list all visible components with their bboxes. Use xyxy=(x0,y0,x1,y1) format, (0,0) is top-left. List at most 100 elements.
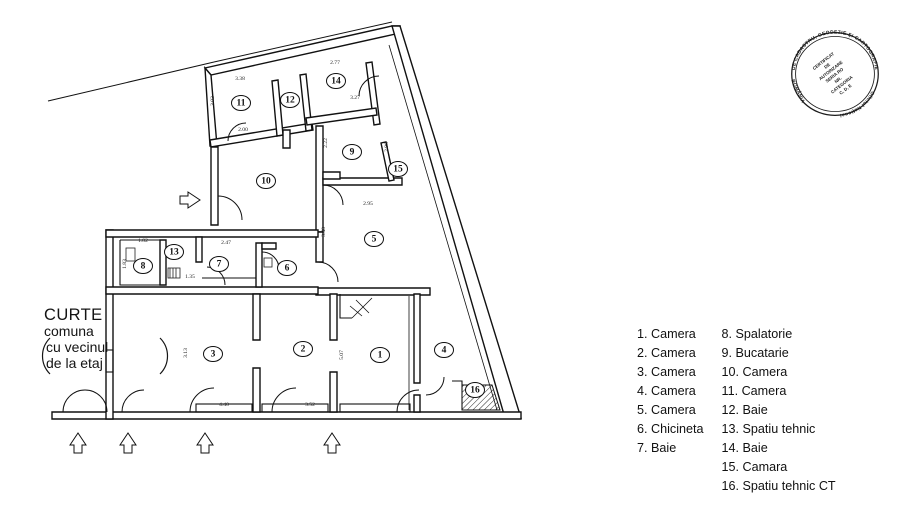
legend-item: 11. Camera xyxy=(721,384,787,398)
dimension-label: 3.38 xyxy=(235,76,245,82)
room-bubble xyxy=(277,260,297,276)
room-number-text: 8 xyxy=(141,262,146,272)
room-label-1: 1 xyxy=(370,347,390,363)
dimension-label: 1.83 xyxy=(122,259,128,269)
legend-item: 13. Spatiu tehnic xyxy=(721,422,816,436)
stamp-outer-right-text: ROMÂNIA xyxy=(789,78,806,104)
dimension-label: 3.13 xyxy=(183,348,189,358)
legend-item: 8. Spalatorie xyxy=(721,327,793,341)
courtyard-note-line-3: de la etaj xyxy=(46,354,103,371)
dimension-label: 4.40 xyxy=(219,402,229,408)
room-bubble xyxy=(364,231,384,247)
room-number-text: 1 xyxy=(378,351,383,361)
room-number-text: 10 xyxy=(261,177,271,187)
room-bubble xyxy=(342,144,362,160)
dimension-label: 1.82 xyxy=(138,238,148,244)
room-label-7: 7 xyxy=(209,256,229,272)
room-bubble xyxy=(465,382,485,398)
room-bubble xyxy=(256,173,276,189)
dimension-label: 2.77 xyxy=(330,60,340,66)
room-bubble xyxy=(434,342,454,358)
official-stamp: DE CADASTRU, GEODEZIE ŞI CARTOGRAFIE Ofi… xyxy=(783,24,887,124)
room-number-text: 2 xyxy=(301,345,306,355)
stamp-outer-bottom-text: Oficiul Naţional xyxy=(839,90,875,118)
legend-item: 3. Camera xyxy=(637,365,696,379)
room-number-text: 9 xyxy=(350,148,355,158)
legend-item: 1. Camera xyxy=(637,327,696,341)
dimension-label: 3.40 xyxy=(321,227,327,237)
legend-item: 6. Chicineta xyxy=(637,422,704,436)
entry-arrows xyxy=(69,191,341,454)
room-label-16: 16 xyxy=(465,382,485,398)
dimension-label: 2.00 xyxy=(238,127,248,133)
legend-item: 16. Spatiu tehnic CT xyxy=(721,479,836,493)
room-number-text: 3 xyxy=(211,350,216,360)
room-number-text: 16 xyxy=(470,386,480,396)
room-number-text: 15 xyxy=(393,165,403,175)
legend-item: 9. Bucatarie xyxy=(721,346,789,360)
legend-item: 10. Camera xyxy=(721,365,788,379)
room-bubble xyxy=(326,73,346,89)
dimension-label: 3.52 xyxy=(305,402,315,408)
room-bubble xyxy=(209,256,229,272)
entry-arrow-up-2 xyxy=(119,432,137,454)
room-bubble xyxy=(370,347,390,363)
dimension-label: 2.22 xyxy=(323,138,329,148)
room-legend: 1. Camera 2. Camera 3. Camera 4. Camera 5. C… xyxy=(637,325,836,496)
legend-item: 15. Camara xyxy=(721,460,788,474)
stamp-inner-line: DE xyxy=(823,62,831,70)
window-openings xyxy=(105,349,411,413)
legend-item: 7. Baie xyxy=(637,441,677,455)
room-number-text: 14 xyxy=(331,77,341,87)
entry-arrow-up-4 xyxy=(323,432,341,454)
room-bubble xyxy=(164,244,184,260)
courtyard-note: CURTE comuna cu vecinul de la etaj xyxy=(41,306,194,375)
room-label-8: 8 xyxy=(133,258,153,274)
room-label-9: 9 xyxy=(342,144,362,160)
room-10-walls xyxy=(210,125,324,233)
dimension-label: 3.03 xyxy=(210,96,216,106)
room-label-13: 13 xyxy=(164,244,184,260)
room-label-2: 2 xyxy=(293,341,313,357)
room-label-10: 10 xyxy=(256,173,276,189)
legend-item: 14. Baie xyxy=(721,441,768,455)
room-number-text: 7 xyxy=(217,260,222,270)
property-boundary-line xyxy=(47,21,393,102)
dimension-label: 1.35 xyxy=(185,274,195,280)
legend-item: 2. Camera xyxy=(637,346,696,360)
legend-item: 12. Baie xyxy=(721,403,768,417)
room-label-5: 5 xyxy=(364,231,384,247)
room-label-14: 14 xyxy=(326,73,346,89)
room-label-12: 12 xyxy=(280,92,300,108)
courtyard-note-line-2: cu vecinul xyxy=(46,339,109,356)
dimension-label: 5.07 xyxy=(339,350,345,360)
room-number-text: 12 xyxy=(285,96,295,106)
room-label-15: 15 xyxy=(388,161,408,177)
dimension-label: 2.47 xyxy=(221,240,231,246)
legend-item: 5. Camera xyxy=(637,403,696,417)
door-swing-arcs xyxy=(62,75,445,413)
north-wing-walls xyxy=(204,61,381,149)
room-bubble xyxy=(203,346,223,362)
room-number-text: 11 xyxy=(237,99,246,109)
legend-item: 4. Camera xyxy=(637,384,696,398)
room-bubble xyxy=(280,92,300,108)
room-number-text: 13 xyxy=(169,248,179,258)
room-number-text: 6 xyxy=(285,264,290,274)
room-label-6: 6 xyxy=(277,260,297,276)
stamp-inner-line: NR. xyxy=(834,76,843,85)
legend-column-left: 1. Camera 2. Camera 3. Camera 4. Camera 5. C… xyxy=(637,325,704,496)
entry-arrow-up-3 xyxy=(196,432,214,454)
dimension-label: 2.95 xyxy=(363,201,373,207)
room-label-11: 11 xyxy=(231,95,251,111)
room-number-text: 4 xyxy=(442,346,447,356)
room-bubble xyxy=(231,95,251,111)
room-bubble xyxy=(388,161,408,177)
room-label-3: 3 xyxy=(203,346,223,362)
dimension-label: 3.27 xyxy=(350,95,360,101)
